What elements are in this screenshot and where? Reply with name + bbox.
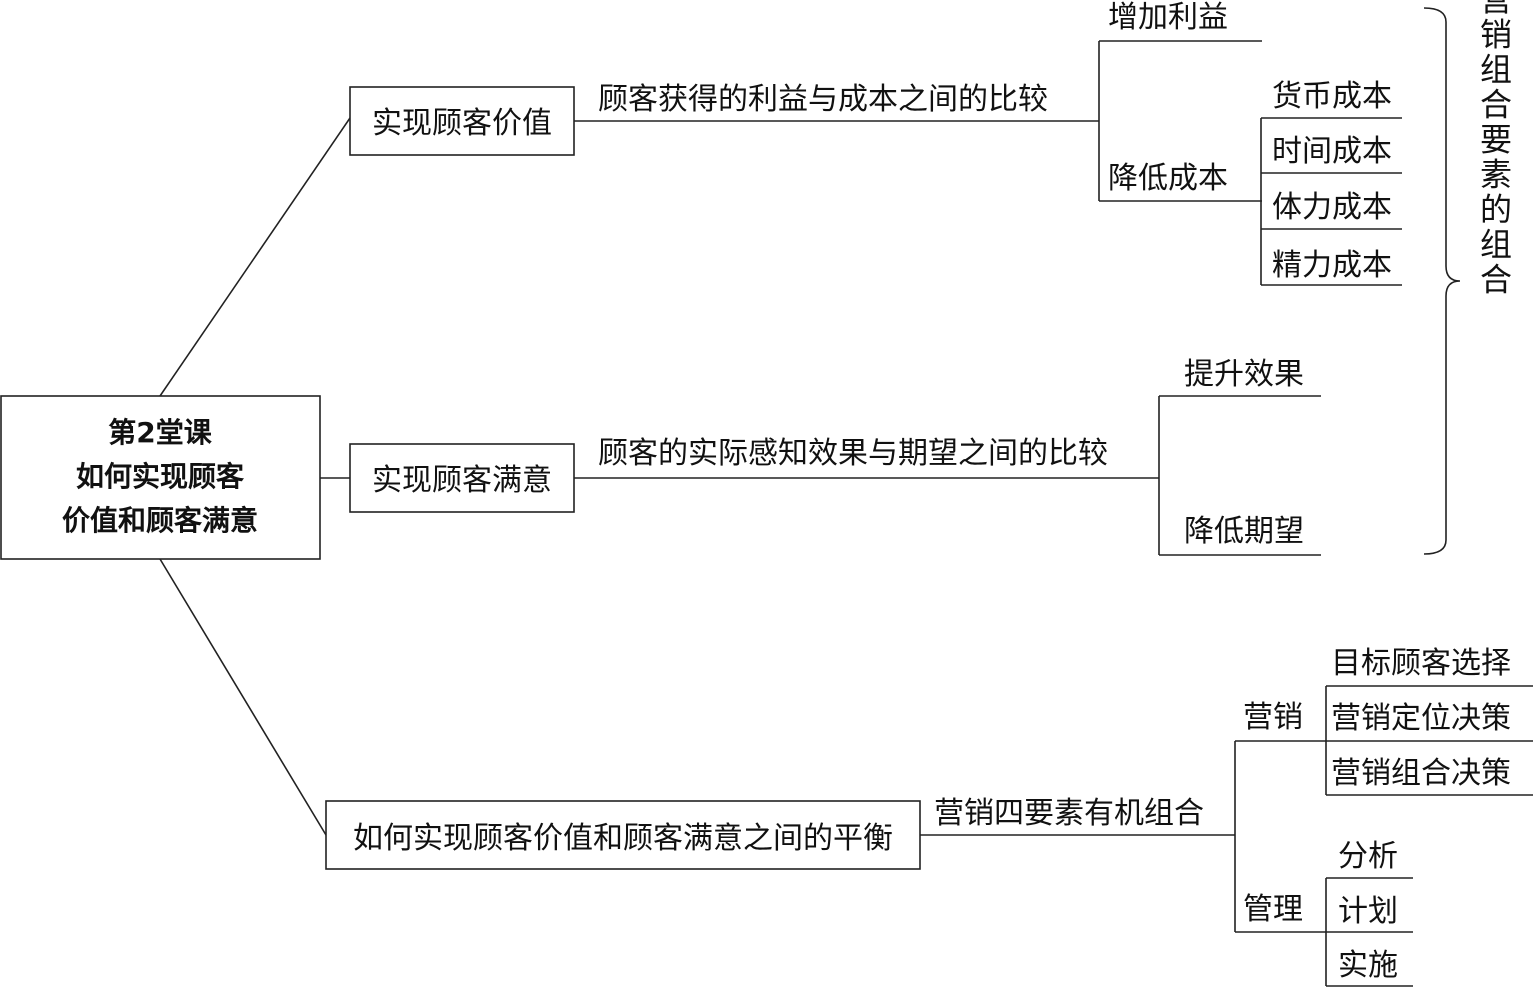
increase-benefit-label: 增加利益 [1108,0,1228,35]
value-box [349,86,575,156]
satisfaction-relation-label: 顾客的实际感知效果与期望之间的比较 [598,436,1108,471]
marketing-label: 营销 [1243,700,1303,735]
root-title-line-3: 价值和顾客满意 [62,504,258,537]
connector-root-value [159,117,351,397]
value-box-label: 实现顾客价值 [372,106,552,141]
satisfaction-box [349,443,575,513]
marketing-mix-brace [1423,7,1461,555]
balance-relation-label: 营销四要素有机组合 [934,796,1204,831]
marketing-item-target-customer: 目标顾客选择 [1331,646,1511,681]
cost-item-time: 时间成本 [1272,134,1392,169]
satisfaction-box-label: 实现顾客满意 [372,463,552,498]
marketing-item-positioning: 营销定位决策 [1331,701,1511,736]
root-title-line-2: 如何实现顾客 [76,460,245,493]
management-item-implementation: 实施 [1338,948,1398,983]
balance-box-label: 如何实现顾客价值和顾客满意之间的平衡 [353,821,893,856]
marketing-mix-label-vertical: 营销组合要素的组合 [1475,0,1513,298]
connector-root-balance [159,558,327,836]
management-item-analysis: 分析 [1338,839,1398,874]
cost-item-energy: 精力成本 [1272,248,1392,283]
improve-effect-label: 提升效果 [1184,357,1304,392]
cost-item-money: 货币成本 [1272,79,1392,114]
root-title-line-1: 第2堂课 [108,416,212,449]
value-relation-label: 顾客获得的利益与成本之间的比较 [598,82,1048,117]
marketing-item-mix-decision: 营销组合决策 [1331,756,1511,791]
management-label: 管理 [1243,892,1303,927]
root-box [0,395,321,560]
reduce-cost-label: 降低成本 [1108,161,1228,196]
lower-expectation-label: 降低期望 [1184,514,1304,549]
management-item-planning: 计划 [1338,894,1398,929]
cost-item-physical: 体力成本 [1272,190,1392,225]
